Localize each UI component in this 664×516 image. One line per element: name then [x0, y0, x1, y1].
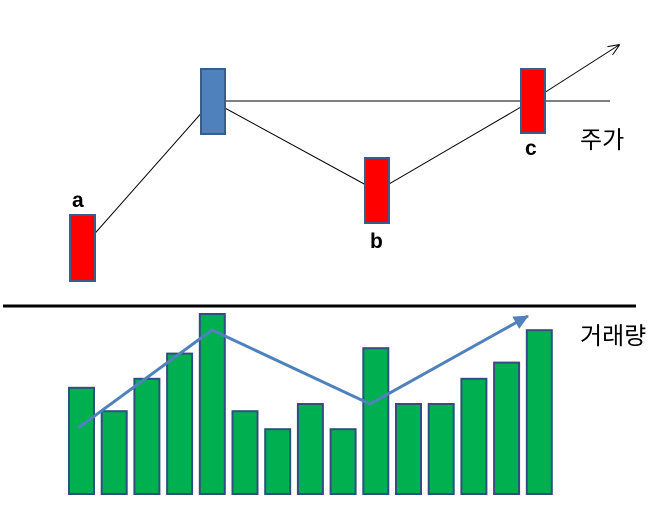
- line-peak-to-b: [211, 100, 378, 192]
- label-price: 주가: [580, 126, 624, 154]
- line-a-to-peak: [81, 100, 213, 249]
- volume-trend-line: [77, 314, 529, 430]
- volume-bar: [296, 403, 324, 495]
- volume-bar: [198, 313, 226, 495]
- label-b: b: [370, 230, 383, 253]
- volume-bar: [166, 352, 194, 495]
- volume-bar: [133, 377, 161, 495]
- volume-bar: [525, 329, 553, 496]
- candle-a: [69, 214, 96, 282]
- volume-bar: [231, 410, 259, 496]
- volume-bar: [493, 361, 521, 495]
- candle-peak: [200, 68, 226, 135]
- volume-bars: [68, 313, 553, 496]
- volume-bar: [395, 403, 422, 495]
- label-c: c: [525, 137, 537, 160]
- candle-b: [364, 157, 390, 224]
- label-a: a: [72, 189, 84, 212]
- volume-bar: [100, 410, 128, 496]
- breakout-arrow: [532, 45, 619, 101]
- line-b-to-c: [376, 99, 534, 192]
- candle-c: [520, 68, 546, 134]
- volume-bar: [68, 386, 95, 495]
- volume-bar: [264, 428, 292, 496]
- volume-bar: [427, 403, 455, 495]
- label-volume: 거래량: [580, 322, 646, 350]
- volume-bar: [460, 377, 488, 495]
- volume-bar: [329, 428, 357, 496]
- volume-bar: [362, 347, 390, 496]
- candles: [69, 68, 546, 282]
